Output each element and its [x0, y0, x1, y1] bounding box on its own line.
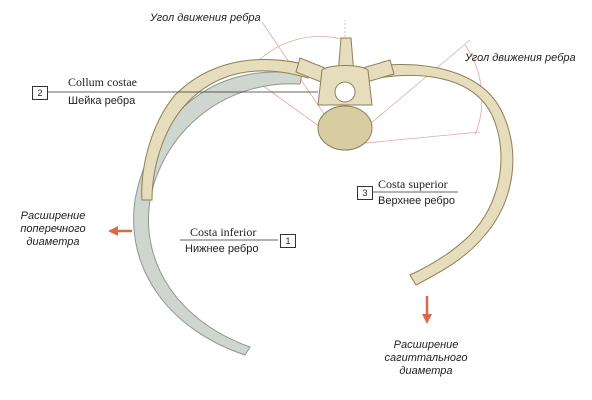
label-number-2: 2: [32, 86, 48, 100]
vertebra: [295, 37, 395, 151]
transverse-line-2: поперечного: [20, 223, 86, 235]
costa-inferior-shape: [133, 71, 303, 356]
label-transverse: Расширение поперечного диаметра: [4, 210, 102, 249]
arrow-sagittal: [422, 296, 432, 324]
label-inferior-latin: Costa inferior: [190, 225, 257, 239]
sagittal-line-1: Расширение: [393, 339, 459, 351]
label-superior-ru: Верхнее ребро: [378, 195, 455, 207]
label-number-3: 3: [357, 186, 373, 200]
costa-superior-left: [141, 59, 313, 201]
leader-lines: [48, 91, 458, 241]
vertebral-foramen: [334, 81, 356, 103]
vertebral-body: [317, 105, 373, 151]
costa-superior-right: [373, 64, 514, 286]
sagittal-line-3: диаметра: [399, 365, 453, 377]
transverse-line-3: диаметра: [26, 236, 80, 248]
arrow-transverse: [108, 226, 132, 236]
label-superior-latin: Costa superior: [378, 177, 448, 191]
label-inferior-ru: Нижнее ребро: [185, 243, 259, 255]
label-collum-ru: Шейка ребра: [68, 95, 136, 107]
label-number-1: 1: [280, 234, 296, 248]
sagittal-line-2: сагиттального: [384, 352, 468, 364]
transverse-line-1: Расширение: [20, 210, 86, 222]
label-collum-latin: Collum costae: [68, 75, 137, 89]
angle-label-top: Угол движения ребра: [150, 12, 261, 24]
label-sagittal: Расширение сагиттального диаметра: [370, 339, 482, 378]
angle-line-right-2: [344, 131, 481, 146]
angle-label-right: Угол движения ребра: [465, 52, 576, 64]
